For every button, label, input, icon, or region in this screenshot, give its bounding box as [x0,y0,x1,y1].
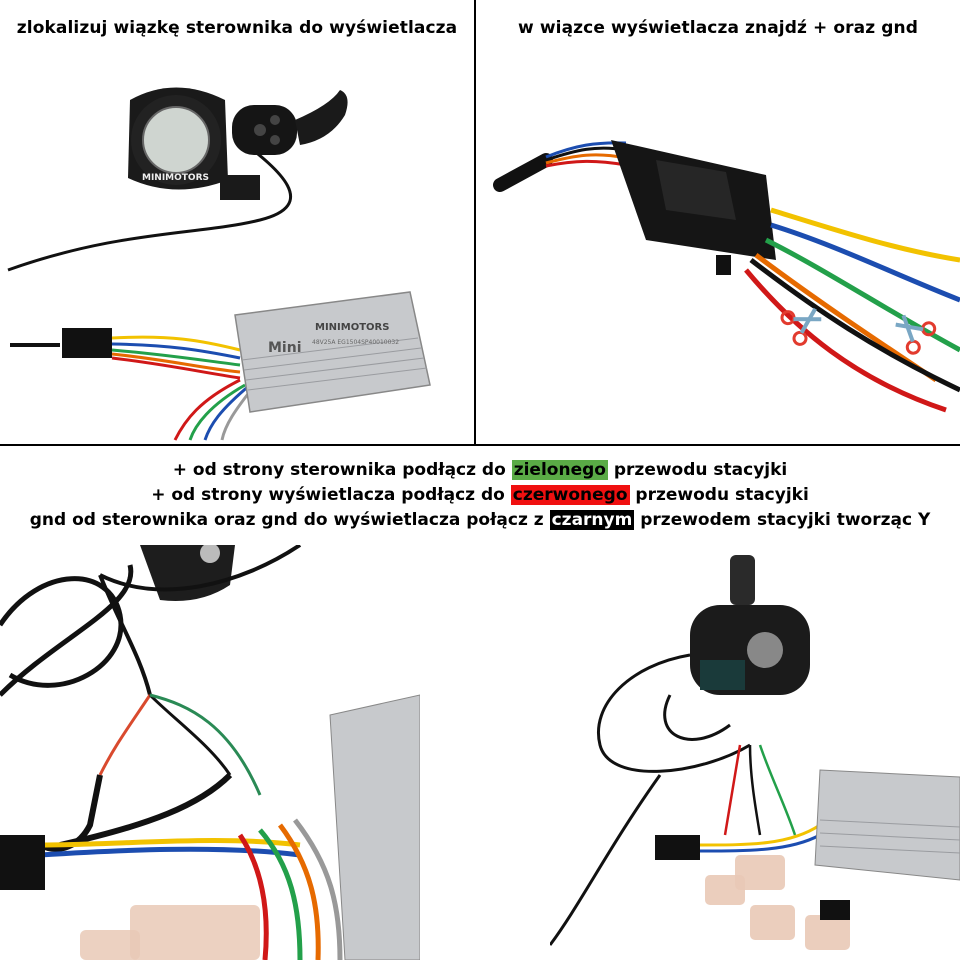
scissors-icon [780,307,822,346]
top-right-title: w wiązce wyświetlacza znajdź + oraz gnd [518,18,918,38]
display-brand: MINIMOTORS [142,173,209,183]
display-harness-photo [493,140,960,413]
controller-brand: MINIMOTORS [315,322,389,333]
horizontal-divider [0,444,960,446]
display-and-controller-photo: MINIMOTORS Mini MINIMOTORS 48V25A EG1504… [7,87,431,441]
black-wire-highlight: czarnym [549,510,635,530]
splice-closeup-photo [0,545,420,960]
top-left-title: zlokalizuj wiązkę sterownika do wyświetl… [16,18,458,38]
controller-logo: Mini [268,340,302,356]
instructions: + od strony sterownika podłącz do zielon… [0,458,960,533]
harness-connector [611,140,776,275]
controller-box-2 [814,769,960,881]
instruction-line-2: + od strony wyświetlacza podłącz do czer… [151,485,809,505]
instruction-line-3: gnd od sterownika oraz gnd do wyświetlac… [29,510,931,530]
full-install-photo [550,555,960,950]
scissors-icon [895,314,937,355]
display-unit: MINIMOTORS [128,87,348,200]
connector [0,835,45,890]
red-wire-highlight: czerwonego [510,485,630,505]
green-wire-highlight: zielonego [511,460,608,480]
controller-spec: 48V25A EG1504SP40010032 [312,339,399,346]
instruction-line-1: + od strony sterownika podłącz do zielon… [172,460,788,480]
connector [62,328,112,358]
controller-box: Mini MINIMOTORS 48V25A EG1504SP40010032 [234,291,431,413]
connector [655,835,700,860]
vertical-divider [474,0,476,446]
